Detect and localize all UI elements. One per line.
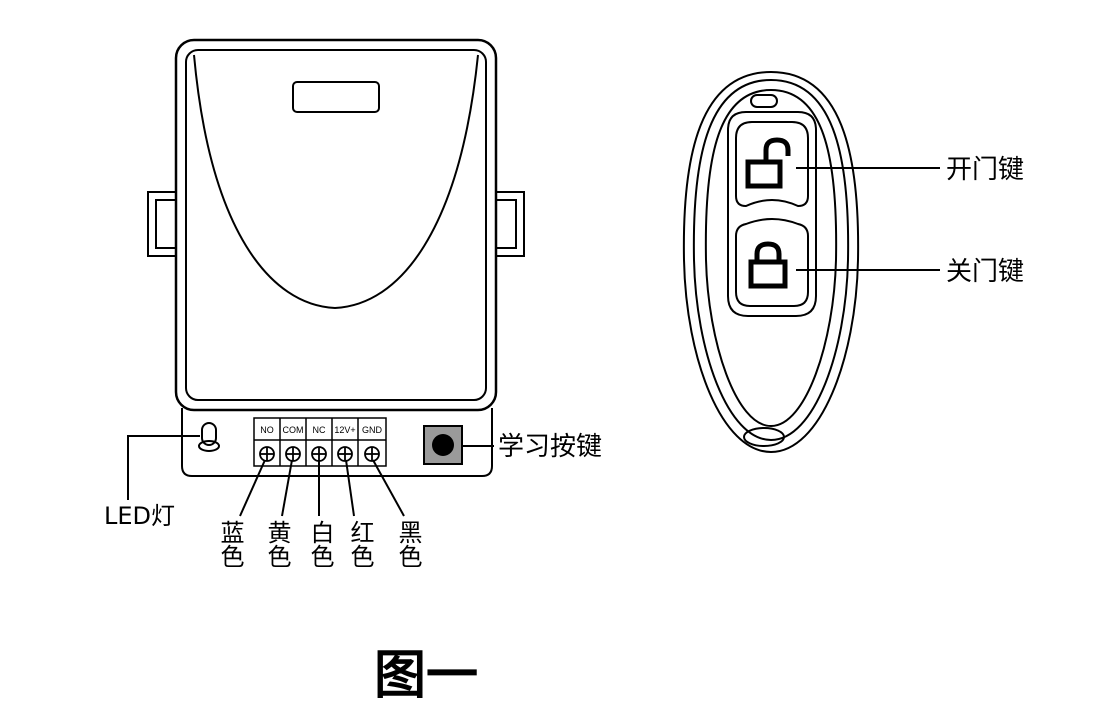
wire-color-red: 红色	[346, 520, 374, 568]
close-key-label: 关门键	[946, 257, 1024, 287]
terminal-label-com: COM	[283, 425, 304, 435]
led-indicator	[198, 422, 220, 452]
wire-color-yellow: 黄色	[263, 520, 291, 568]
terminal-label-nc: NC	[313, 425, 326, 435]
wire-color-black: 黑色	[394, 520, 422, 568]
learn-button-label: 学习按键	[498, 432, 602, 462]
led-label: LED灯	[104, 502, 175, 530]
open-key-label: 开门键	[946, 155, 1024, 185]
terminal-label-no: NO	[260, 425, 274, 435]
remote-fob	[682, 70, 860, 454]
terminal-label-12v: 12V+	[334, 425, 355, 435]
figure-caption: 图一	[374, 646, 478, 706]
terminal-label-gnd: GND	[362, 425, 383, 435]
receiver-box	[147, 38, 525, 477]
wire-color-blue: 蓝色	[216, 520, 244, 568]
leader-lines	[127, 435, 494, 517]
lock-icon[interactable]	[748, 241, 788, 289]
terminal-screws	[259, 446, 380, 462]
unlock-icon[interactable]	[745, 137, 791, 189]
remote-leader-lines	[796, 167, 940, 271]
learn-button[interactable]	[423, 425, 463, 465]
wire-color-white: 白色	[306, 520, 334, 568]
